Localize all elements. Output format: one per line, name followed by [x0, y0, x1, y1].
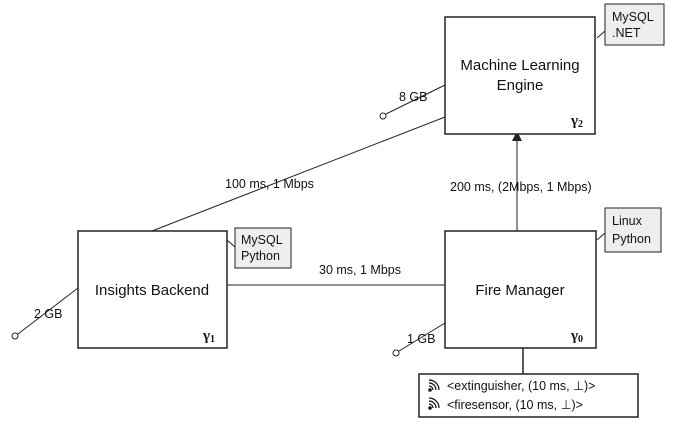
fire-manager-tag-line1: Linux: [612, 214, 643, 228]
storage-label-fire: 1 GB: [407, 332, 436, 346]
ml-engine-tag: MySQL .NET: [596, 3, 665, 46]
edge-label-insights-to-fire: 30 ms, 1 Mbps: [319, 263, 401, 277]
sensor-label-extinguisher: <extinguisher, (10 ms, ⊥)>: [447, 379, 595, 393]
node-machine-learning-engine: Machine Learning Engine γ2: [444, 16, 596, 135]
node-fire-manager: Fire Manager γ0: [444, 230, 597, 349]
ml-engine-label-line1: Machine Learning: [460, 57, 579, 74]
insights-backend-tag: MySQL Python: [226, 227, 292, 269]
wifi-signal-icon: [428, 397, 440, 410]
insights-backend-gamma: γ1: [202, 328, 215, 345]
storage-pin-insights: [11, 287, 79, 340]
ml-engine-tag-line2: .NET: [612, 26, 641, 40]
insights-backend-label: Insights Backend: [95, 282, 209, 299]
insights-backend-tag-line1: MySQL: [241, 233, 283, 247]
ml-engine-label-line2: Engine: [497, 77, 544, 94]
storage-label-insights: 2 GB: [34, 307, 63, 321]
sensors-box: <extinguisher, (10 ms, ⊥)> <firesensor, …: [418, 373, 639, 418]
insights-backend-tag-line2: Python: [241, 249, 280, 263]
storage-label-ml: 8 GB: [399, 90, 428, 104]
fire-manager-gamma: γ0: [570, 328, 583, 345]
ml-engine-tag-line1: MySQL: [612, 10, 654, 24]
storage-pin-fire: [392, 322, 446, 357]
fire-manager-label: Fire Manager: [475, 282, 564, 299]
fire-manager-tag: Linux Python: [596, 207, 662, 253]
storage-pin-ml: [379, 84, 446, 120]
sensor-label-firesensor: <firesensor, (10 ms, ⊥)>: [447, 398, 583, 412]
edge-label-insights-to-ml: 100 ms, 1 Mbps: [225, 177, 314, 191]
fire-manager-tag-line2: Python: [612, 232, 651, 246]
edge-insights-to-ml: [151, 116, 446, 232]
node-insights-backend: Insights Backend γ1: [77, 230, 228, 349]
edge-label-fire-to-ml: 200 ms, (2Mbps, 1 Mbps): [450, 180, 592, 194]
wifi-signal-icon: [428, 379, 440, 392]
ml-engine-gamma: γ2: [570, 113, 583, 130]
